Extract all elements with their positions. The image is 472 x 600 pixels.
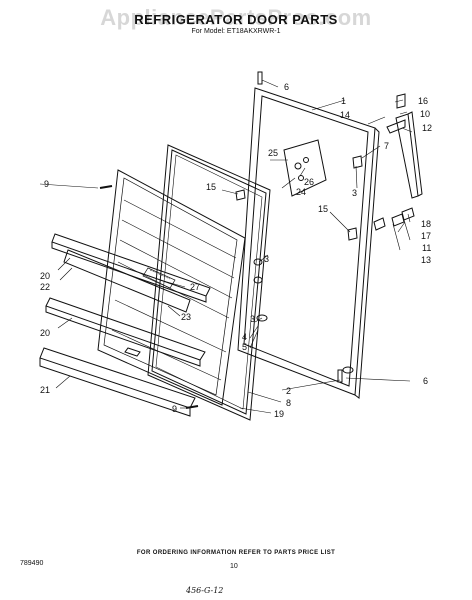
callout-21: 21 (40, 385, 50, 395)
callout-13: 13 (421, 255, 431, 265)
callout-labels: 6 1 14 16 10 12 7 25 26 24 3 15 15 9 18 … (40, 82, 432, 419)
callout-20-top: 20 (40, 271, 50, 281)
model-subtitle: For Model: ET18AKXRWR-1 (191, 28, 281, 35)
callout-15-right: 15 (318, 204, 328, 214)
handwritten-note: 456-G-12 (186, 586, 224, 595)
outer-door-panel (237, 87, 380, 399)
callout-17: 17 (421, 231, 431, 241)
callout-10: 10 (420, 109, 430, 119)
callout-18: 18 (421, 219, 431, 229)
site-watermark: AppliancePartsPros.com (100, 5, 372, 30)
callout-9-top: 9 (44, 179, 49, 189)
callout-3-middle: 3 (264, 254, 269, 264)
page-number: 10 (230, 563, 238, 570)
callout-22: 22 (40, 282, 50, 292)
callout-6-top: 6 (284, 82, 289, 92)
callout-3-lower: 3 (250, 314, 255, 324)
callout-14: 14 (340, 110, 350, 120)
callout-19: 19 (274, 409, 284, 419)
callout-15-left: 15 (206, 182, 216, 192)
hinge-hardware (373, 93, 415, 231)
callout-4: 4 (242, 332, 247, 342)
callout-25: 25 (268, 148, 278, 158)
door-gasket (147, 144, 271, 421)
callout-8: 8 (286, 398, 291, 408)
callout-11: 11 (422, 243, 431, 253)
callout-5: 5 (242, 342, 247, 352)
callout-20-lower: 20 (40, 328, 50, 338)
callout-12: 12 (422, 123, 432, 133)
door-shelves (39, 233, 211, 417)
inner-door-liner (97, 169, 246, 406)
callout-9-bottom: 9 (172, 404, 177, 414)
callout-27: 27 (190, 282, 200, 292)
callout-7: 7 (384, 141, 389, 151)
callout-16: 16 (418, 96, 428, 106)
door-hinge (386, 111, 423, 199)
leader-lines (39, 79, 413, 414)
callout-1: 1 (341, 96, 346, 106)
callout-24: 24 (296, 187, 306, 197)
document-number: 789490 (20, 560, 44, 567)
callout-23: 23 (181, 312, 191, 322)
callout-6-bottom: 6 (423, 376, 428, 386)
callout-3-right: 3 (352, 188, 357, 198)
ordering-info-note: FOR ORDERING INFORMATION REFER TO PARTS … (136, 550, 336, 556)
small-parts (99, 71, 363, 409)
door-stop-plate (283, 139, 327, 197)
callout-2: 2 (286, 386, 291, 396)
page-title: REFRIGERATOR DOOR PARTS (134, 12, 338, 27)
callout-26: 26 (304, 177, 314, 187)
